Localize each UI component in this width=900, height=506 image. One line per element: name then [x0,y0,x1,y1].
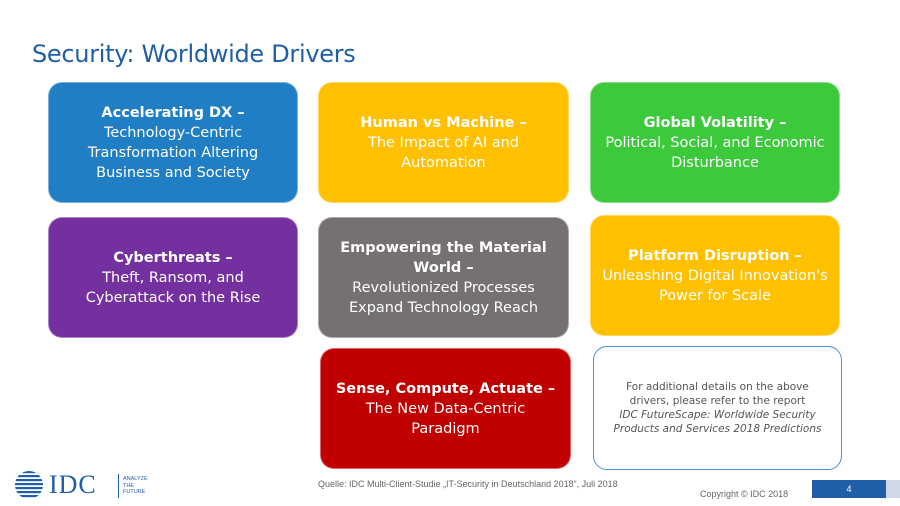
driver-box-human-vs-machine: Human vs Machine – The Impact of AI and … [318,82,569,203]
additional-details-note: For additional details on the above driv… [593,346,842,470]
slide-title: Security: Worldwide Drivers [32,40,356,68]
tagline-line: ANALYZE [123,476,148,482]
driver-description: Theft, Ransom, and Cyberattack on the Ri… [85,269,261,306]
driver-heading: Global Volatility – [643,114,787,131]
driver-heading: Sense, Compute, Actuate – [335,380,556,397]
driver-heading: Cyberthreats – [113,249,233,266]
driver-box-platform-disruption: Platform Disruption – Unleashing Digital… [590,215,840,336]
logo-divider [118,474,119,498]
idc-logo: IDC ANALYZE THE FUTURE [14,470,164,500]
driver-heading: Empowering the Material World – [340,239,547,276]
page-number-band [886,480,900,498]
driver-description: Political, Social, and Economic Disturba… [605,134,825,171]
driver-description: Technology-Centric Transformation Alteri… [87,124,259,181]
driver-description: Unleashing Digital Innovation's Power fo… [602,267,828,304]
logo-wordmark: IDC [49,470,97,499]
driver-box-accelerating-dx: Accelerating DX – Technology-Centric Tra… [48,82,298,203]
logo-tagline: ANALYZE THE FUTURE [123,476,148,496]
copyright-notice: Copyright © IDC 2018 [700,489,789,499]
driver-box-material-world: Empowering the Material World – Revoluti… [318,217,569,338]
driver-description: The Impact of AI and Automation [367,134,519,171]
driver-description: Revolutionized Processes Expand Technolo… [348,279,539,316]
tagline-line: THE [123,482,134,489]
note-report-title: IDC FutureScape: Worldwide Security Prod… [613,409,822,435]
driver-heading: Accelerating DX – [101,104,245,121]
page-number: 4 [812,480,886,498]
driver-box-sense-compute-actuate: Sense, Compute, Actuate – The New Data-C… [320,348,571,469]
driver-heading: Human vs Machine – [360,114,527,131]
globe-icon [15,471,43,498]
driver-box-cyberthreats: Cyberthreats – Theft, Ransom, and Cybera… [48,217,298,338]
driver-heading: Platform Disruption – [628,247,802,264]
driver-description: The New Data-Centric Paradigm [365,400,526,437]
source-citation: Quelle: IDC Multi-Client-Studie „IT-Secu… [318,479,618,489]
tagline-line: FUTURE [123,489,146,495]
note-text: For additional details on the above driv… [626,381,809,407]
driver-box-global-volatility: Global Volatility – Political, Social, a… [590,82,840,203]
